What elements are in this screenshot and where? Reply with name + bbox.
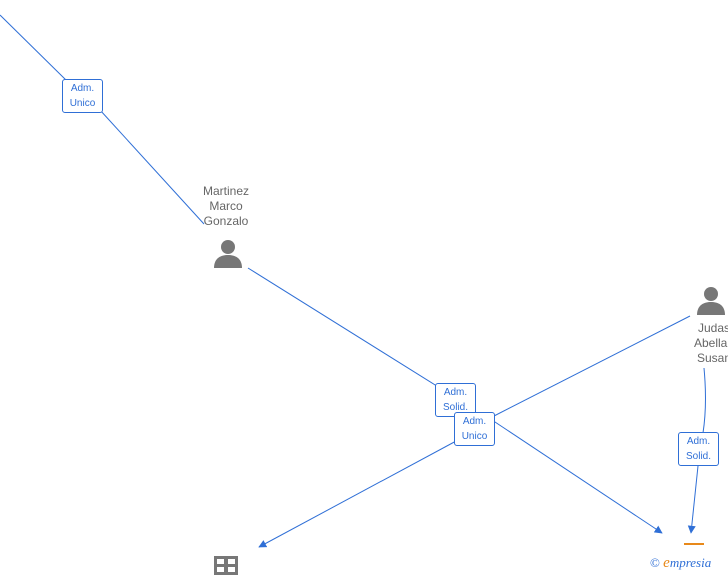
empresia-logo: © empresia (650, 555, 711, 572)
person-icon-martinez[interactable] (213, 238, 243, 268)
person-label-judas: Judas Abellan Susan (684, 321, 728, 366)
edge-center-to-bottom-left (258, 439, 459, 548)
role-badge-line: Unico (461, 431, 488, 442)
person-label-martinez: Martinez Marco Gonzalo (190, 184, 262, 229)
role-badge-line: Solid. (442, 402, 468, 413)
role-badge-center-back[interactable]: Adm. Solid. (435, 383, 476, 417)
person-name-line: Judas (697, 321, 728, 335)
edge-judas-to-center (493, 315, 691, 417)
role-badge-right[interactable]: Adm. Solid. (678, 432, 719, 466)
person-name-line: Susan (696, 351, 728, 365)
brand-name-rest: mpresia (669, 555, 712, 570)
person-name-line: Gonzalo (203, 214, 249, 228)
copyright-symbol: © (650, 555, 660, 570)
edge-top-to-martinez (99, 109, 205, 225)
edge-martinez-to-center (247, 267, 441, 389)
role-badge-line: Solid. (685, 451, 711, 462)
target-company-marker (684, 543, 704, 545)
brand-first-letter: e (663, 555, 670, 571)
role-badge-line: Adm. (70, 83, 95, 94)
role-badge-line: Adm. (686, 436, 711, 447)
role-badge-center-front[interactable]: Adm. Unico (454, 412, 495, 446)
role-badge-line: Adm. (443, 387, 468, 398)
edge-top-left (0, 14, 69, 83)
edge-center-to-right (491, 419, 663, 534)
role-badge-line: Unico (69, 98, 96, 109)
role-badge-line: Adm. (462, 416, 487, 427)
person-name-line: Martinez (202, 184, 249, 198)
person-name-line: Marco (209, 199, 243, 213)
person-icon-judas[interactable] (696, 285, 726, 315)
edge-right-badge-down (687, 465, 699, 534)
edge-judas-down (702, 367, 707, 434)
role-badge-top[interactable]: Adm. Unico (62, 79, 103, 113)
building-icon[interactable] (214, 556, 238, 575)
person-name-line: Abellan (693, 336, 728, 350)
